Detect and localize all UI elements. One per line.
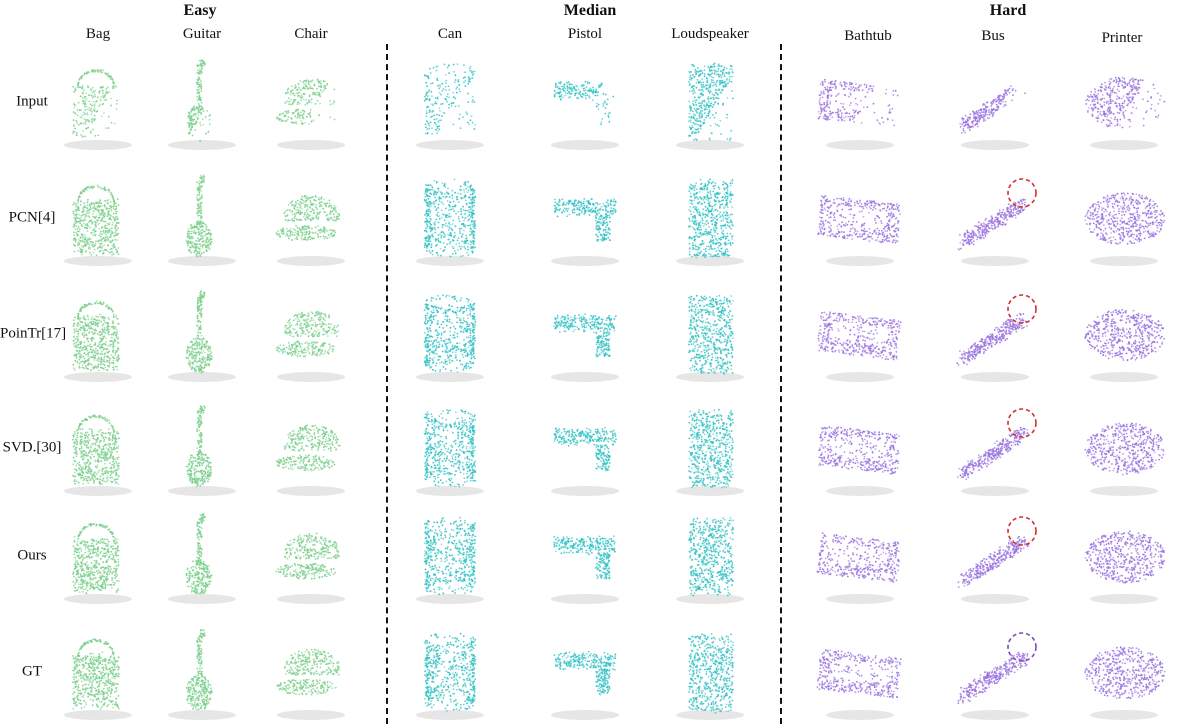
point-cloud-svd-bathtub — [805, 393, 915, 503]
point-cloud-gt-printer — [1069, 617, 1179, 727]
point-cloud-input-bathtub — [805, 47, 915, 157]
row-label-svd: SVD.[30] — [0, 440, 64, 457]
point-cloud-ours-bathtub — [805, 501, 915, 611]
point-cloud-pcn-loudspeaker — [655, 163, 765, 273]
column-label-bathtub: Bathtub — [844, 28, 892, 45]
point-cloud-gt-pistol — [530, 617, 640, 727]
point-cloud-input-printer — [1069, 47, 1179, 157]
column-label-loudspeaker: Loudspeaker — [671, 26, 748, 43]
group-title-hard: Hard — [990, 2, 1026, 20]
point-cloud-ours-chair — [256, 501, 366, 611]
column-label-guitar: Guitar — [183, 26, 221, 43]
column-label-bag: Bag — [86, 26, 110, 43]
point-cloud-ours-can — [395, 501, 505, 611]
point-cloud-svd-chair — [256, 393, 366, 503]
point-cloud-pcn-can — [395, 163, 505, 273]
point-cloud-svd-pistol — [530, 393, 640, 503]
group-title-median: Median — [564, 2, 616, 20]
point-cloud-svd-bag — [43, 393, 153, 503]
point-cloud-ours-loudspeaker — [655, 501, 765, 611]
point-cloud-pointr-printer — [1069, 279, 1179, 389]
row-label-ours: Ours — [0, 548, 64, 565]
row-label-pointr: PoinTr[17] — [0, 326, 66, 343]
point-cloud-gt-guitar — [147, 617, 257, 727]
column-label-printer: Printer — [1102, 30, 1143, 47]
point-cloud-ours-bus — [940, 501, 1050, 611]
point-cloud-pcn-pistol — [530, 163, 640, 273]
divider-easy-median — [386, 44, 388, 724]
point-cloud-pcn-bag — [43, 163, 153, 273]
point-cloud-input-can — [395, 47, 505, 157]
point-cloud-pointr-chair — [256, 279, 366, 389]
point-cloud-svd-loudspeaker — [655, 393, 765, 503]
point-cloud-gt-chair — [256, 617, 366, 727]
column-label-chair: Chair — [294, 26, 327, 43]
point-cloud-svd-bus — [940, 393, 1050, 503]
point-cloud-pcn-chair — [256, 163, 366, 273]
group-title-easy: Easy — [184, 2, 217, 20]
point-cloud-svd-can — [395, 393, 505, 503]
point-cloud-ours-pistol — [530, 501, 640, 611]
point-cloud-pcn-bus — [940, 163, 1050, 273]
point-cloud-pointr-bag — [43, 279, 153, 389]
row-label-gt: GT — [0, 664, 64, 681]
point-cloud-input-guitar — [147, 47, 257, 157]
point-cloud-gt-bag — [43, 617, 153, 727]
column-label-can: Can — [438, 26, 462, 43]
row-label-input: Input — [0, 94, 64, 111]
point-cloud-pcn-printer — [1069, 163, 1179, 273]
point-cloud-ours-bag — [43, 501, 153, 611]
point-cloud-gt-can — [395, 617, 505, 727]
point-cloud-input-loudspeaker — [655, 47, 765, 157]
point-cloud-ours-printer — [1069, 501, 1179, 611]
point-cloud-pcn-bathtub — [805, 163, 915, 273]
point-cloud-gt-loudspeaker — [655, 617, 765, 727]
point-cloud-input-bus — [940, 47, 1050, 157]
point-cloud-input-bag — [43, 47, 153, 157]
column-label-bus: Bus — [981, 28, 1004, 45]
point-cloud-pointr-bus — [940, 279, 1050, 389]
point-cloud-svd-printer — [1069, 393, 1179, 503]
point-cloud-pointr-can — [395, 279, 505, 389]
point-cloud-pointr-loudspeaker — [655, 279, 765, 389]
point-cloud-pointr-pistol — [530, 279, 640, 389]
row-label-pcn: PCN[4] — [0, 210, 64, 227]
point-cloud-gt-bathtub — [805, 617, 915, 727]
point-cloud-pointr-bathtub — [805, 279, 915, 389]
column-label-pistol: Pistol — [568, 26, 602, 43]
point-cloud-pcn-guitar — [147, 163, 257, 273]
point-cloud-ours-guitar — [147, 501, 257, 611]
point-cloud-svd-guitar — [147, 393, 257, 503]
divider-median-hard — [780, 44, 782, 724]
point-cloud-pointr-guitar — [147, 279, 257, 389]
point-cloud-input-pistol — [530, 47, 640, 157]
point-cloud-gt-bus — [940, 617, 1050, 727]
point-cloud-input-chair — [256, 47, 366, 157]
